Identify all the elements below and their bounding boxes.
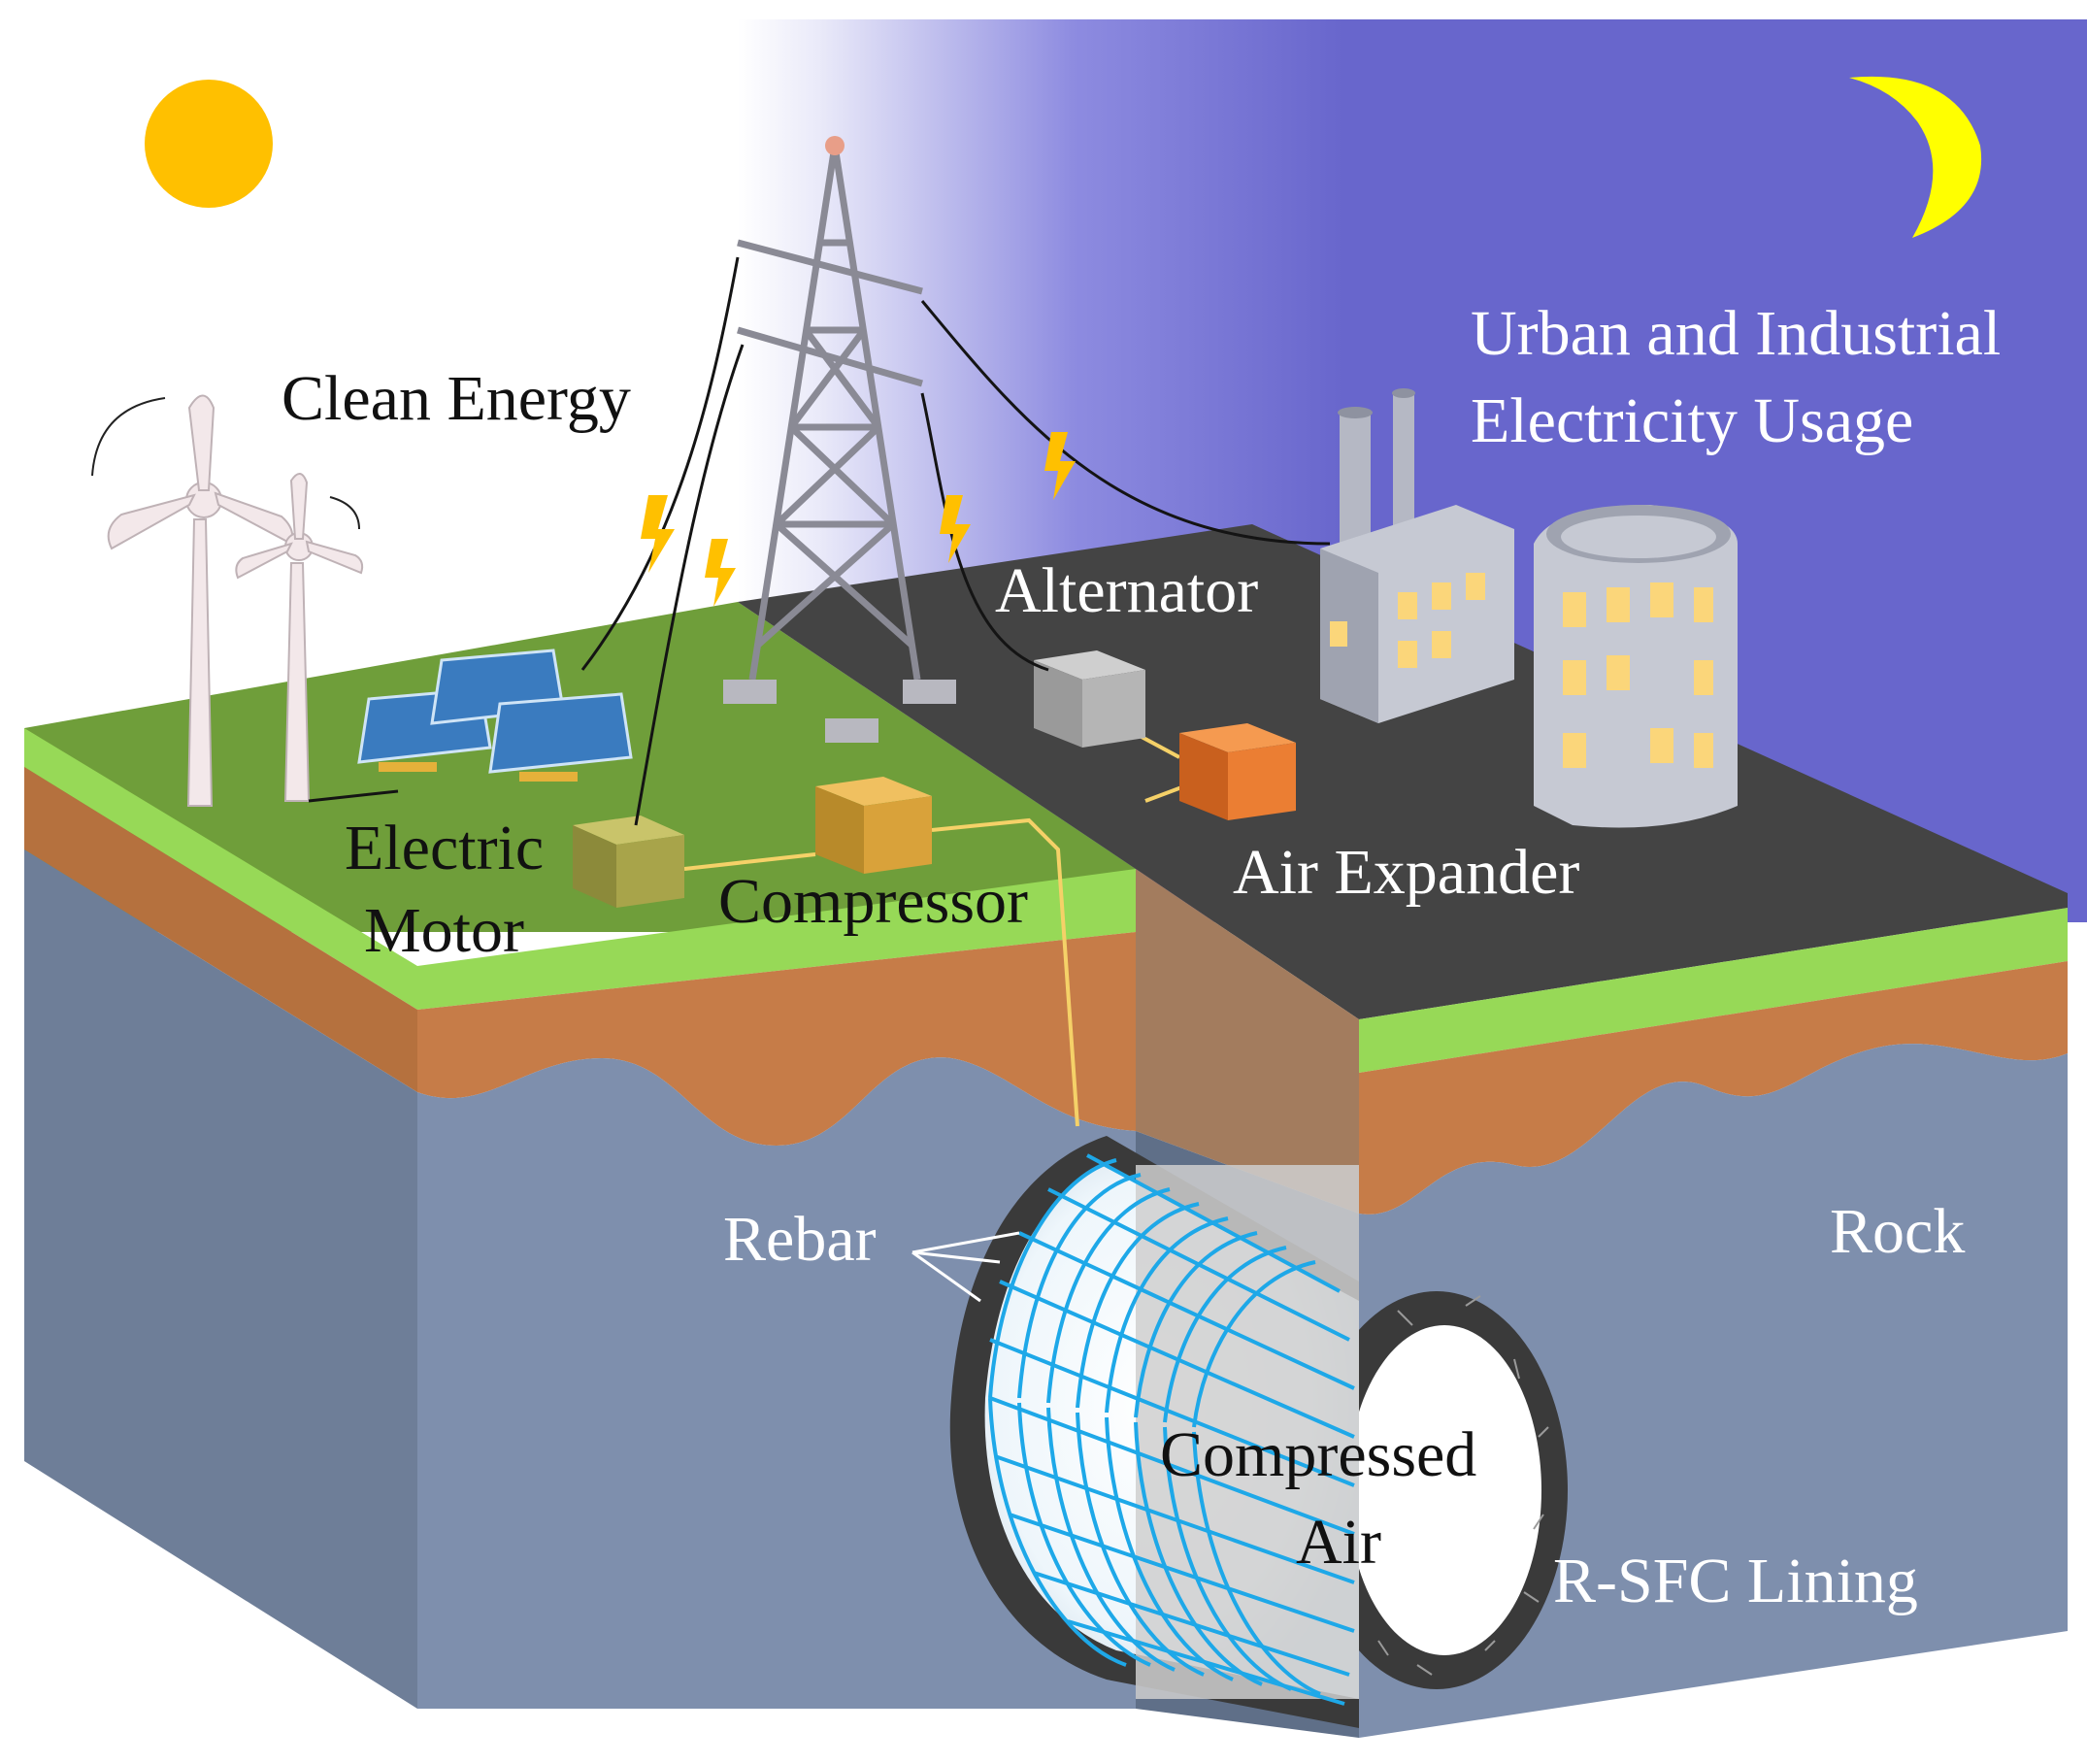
alternator-label: Alternator [995,555,1258,626]
transmission-tower-icon [737,145,923,681]
urban-usage-label-line2: Electricity Usage [1471,385,1913,456]
rebar-label: Rebar [723,1204,877,1275]
inner-step-soil [1136,869,1359,1214]
night-ground-top [738,524,2068,1019]
rebar-pointer [911,1231,1020,1254]
lightning-icon [641,432,1076,607]
rebar-pointer [911,1250,981,1303]
front-soil [417,932,1136,1146]
front-rock [417,1057,1136,1709]
urban-usage-label-line1: Urban and Industrial [1471,298,2001,369]
compressor-box [815,777,932,874]
right-soil [1359,961,2068,1215]
alternator-box [1034,650,1145,748]
tower-foot [723,680,777,704]
left-side-rock [24,849,417,1709]
tower-foot [903,680,956,704]
compressed-air-label-line1: Compressed [1160,1419,1476,1490]
rebar-pointer [911,1250,1001,1264]
power-lines [308,256,1331,826]
tunnel-air-end [1347,1325,1541,1655]
tunnel-inner-panel [1136,1165,1359,1699]
moon-icon [1849,76,1982,238]
lining-fibres [1377,1295,1549,1676]
rebar-mesh [988,1153,1355,1706]
electric-motor-label-line1: Electric [345,813,544,883]
clean-energy-label: Clean Energy [282,363,631,434]
compressed-air-label-line2: Air [1296,1507,1381,1578]
grass-edge [24,728,1136,1010]
wind-turbine-icon [107,394,364,807]
factory-icon [1320,388,1514,723]
tower-top [825,136,845,155]
turbine-arc [329,496,360,530]
electric-motor-box [573,815,684,908]
tower-foot [825,718,878,743]
sun-icon [145,80,273,208]
air-expander-label: Air Expander [1233,837,1579,908]
lining-label: R-SFC Lining [1553,1546,1918,1616]
air-expander-box [1179,723,1296,820]
compressor-label: Compressor [718,866,1028,937]
office-building-icon [1534,505,1738,828]
rock-label: Rock [1830,1196,1965,1267]
left-side-soil [24,767,417,1092]
electric-motor-label-line2: Motor [364,895,524,966]
solar-panel-icon [357,649,633,782]
night-grass-edge [1359,908,2068,1073]
turbine-arc [91,397,166,477]
